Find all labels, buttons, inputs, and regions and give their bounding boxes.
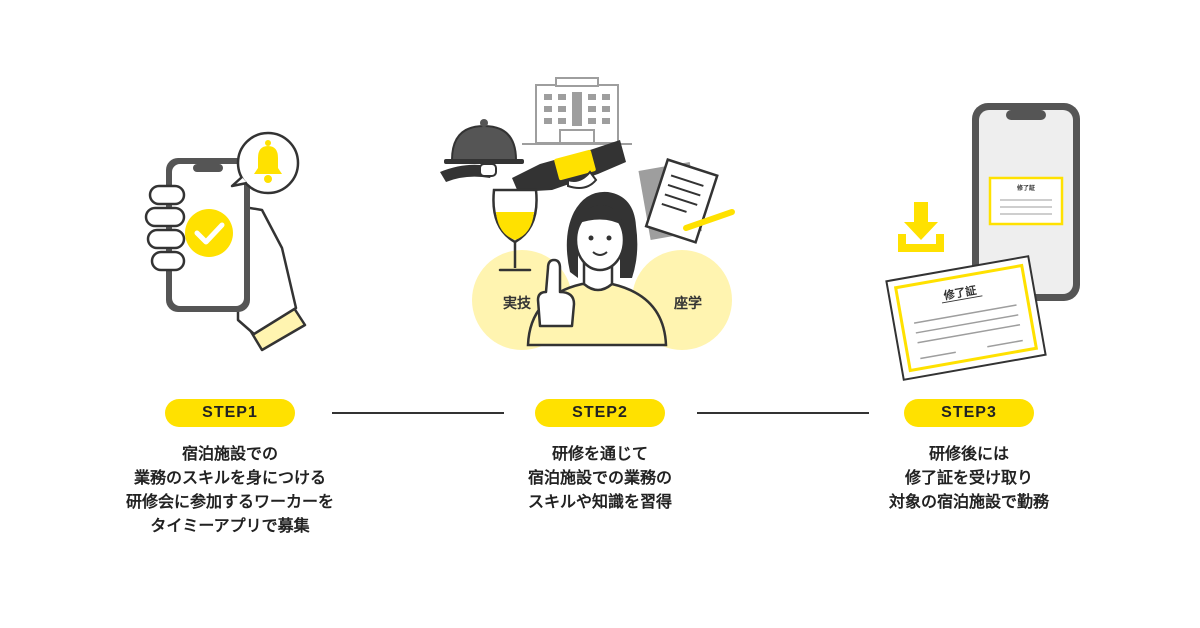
smartphone-icon: 修了証	[972, 103, 1080, 301]
wine-glass-icon	[492, 188, 538, 272]
step3-description: 研修後には 修了証を受け取り 対象の宿泊施設で勤務	[819, 442, 1119, 514]
step1-badge: STEP1	[165, 399, 295, 427]
hotel-icon	[522, 77, 632, 145]
step3-illustration: 修了証 修了証	[885, 103, 1080, 381]
trainer-person	[526, 191, 668, 347]
step-connector-1	[332, 412, 504, 414]
description-line: 修了証を受け取り	[904, 468, 1033, 487]
description-line: 宿泊施設での業務の	[527, 468, 672, 487]
description-line: スキルや知識を習得	[527, 492, 672, 511]
fingers	[144, 184, 186, 272]
certificate-icon: 修了証	[885, 255, 1047, 381]
pen-icon	[683, 209, 735, 231]
description-line: 研修会に参加するワーカーを	[125, 492, 334, 511]
step2-illustration: 実技 座学	[440, 77, 735, 350]
cloche-icon	[440, 119, 524, 182]
step2-description: 研修を通じて 宿泊施設での業務の スキルや知識を習得	[450, 442, 750, 514]
check-icon	[185, 209, 233, 257]
document-icon	[638, 158, 719, 244]
description-line: 宿泊施設での	[181, 444, 278, 463]
step3-badge: STEP3	[904, 399, 1034, 427]
certificate-title: 修了証	[942, 283, 978, 303]
lecture-label: 座学	[674, 295, 702, 312]
practical-label: 実技	[503, 295, 532, 312]
description-line: 業務のスキルを身につける	[133, 468, 326, 487]
hand	[236, 204, 298, 336]
description-line: タイミーアプリで募集	[150, 516, 310, 535]
step2-badge: STEP2	[535, 399, 665, 427]
description-line: 研修を通じて	[551, 444, 648, 463]
bell-icon	[230, 131, 300, 195]
step1-illustration	[144, 131, 307, 352]
step-connector-2	[697, 412, 869, 414]
wine-bottle-icon	[512, 140, 626, 192]
description-line: 対象の宿泊施設で勤務	[888, 492, 1049, 511]
description-line: 研修後には	[928, 444, 1009, 463]
svg-text:修了証: 修了証	[1016, 184, 1035, 192]
step1-description: 宿泊施設での 業務のスキルを身につける 研修会に参加するワーカーを タイミーアプ…	[80, 442, 380, 538]
download-icon	[898, 202, 944, 252]
